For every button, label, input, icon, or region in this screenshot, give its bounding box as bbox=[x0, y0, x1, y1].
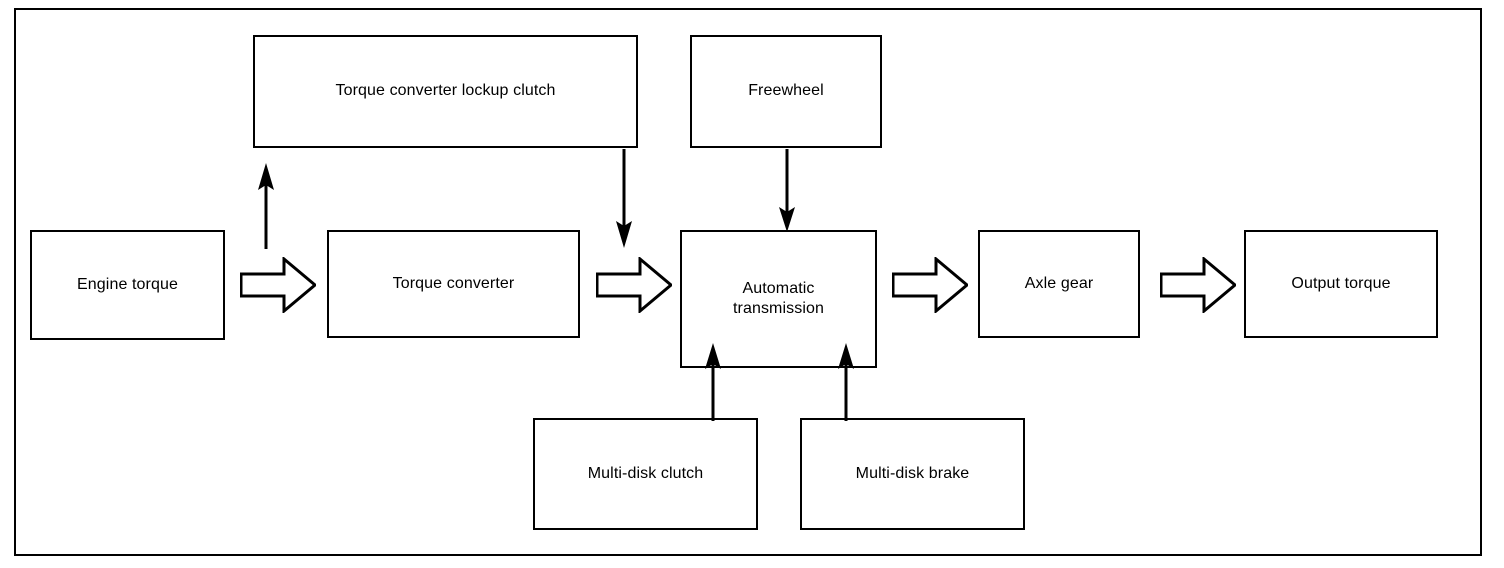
line-arrow-up-icon bbox=[255, 163, 277, 249]
node-label: Automatic transmission bbox=[732, 279, 824, 317]
node-engine-torque[interactable]: Engine torque bbox=[30, 230, 225, 340]
node-torque-converter[interactable]: Torque converter bbox=[327, 230, 580, 338]
node-label: Torque converter lockup clutch bbox=[335, 82, 556, 100]
node-output-torque[interactable]: Output torque bbox=[1244, 230, 1438, 338]
node-label: Engine torque bbox=[77, 275, 178, 293]
node-label: Torque converter bbox=[392, 274, 515, 292]
block-arrow-right-icon bbox=[240, 257, 316, 313]
line-arrow-up-icon bbox=[702, 343, 724, 421]
line-arrow-up-icon bbox=[835, 343, 857, 421]
node-multi-disk-brake[interactable]: Multi-disk brake bbox=[800, 418, 1025, 530]
node-multi-disk-clutch[interactable]: Multi-disk clutch bbox=[533, 418, 758, 530]
node-label: Multi-disk brake bbox=[855, 464, 970, 482]
block-arrow-right-icon bbox=[1160, 257, 1236, 313]
line-arrow-down-icon bbox=[613, 149, 635, 249]
node-label: Output torque bbox=[1291, 274, 1391, 292]
block-arrow-right-icon bbox=[892, 257, 968, 313]
node-label: Freewheel bbox=[748, 82, 824, 100]
block-arrow-right-icon bbox=[596, 257, 672, 313]
node-label: Axle gear bbox=[1024, 274, 1094, 292]
line-arrow-down-icon bbox=[776, 149, 798, 233]
node-torque-converter-lockup-clutch[interactable]: Torque converter lockup clutch bbox=[253, 35, 638, 148]
node-freewheel[interactable]: Freewheel bbox=[690, 35, 882, 148]
node-label: Multi-disk clutch bbox=[587, 464, 704, 482]
node-axle-gear[interactable]: Axle gear bbox=[978, 230, 1140, 338]
